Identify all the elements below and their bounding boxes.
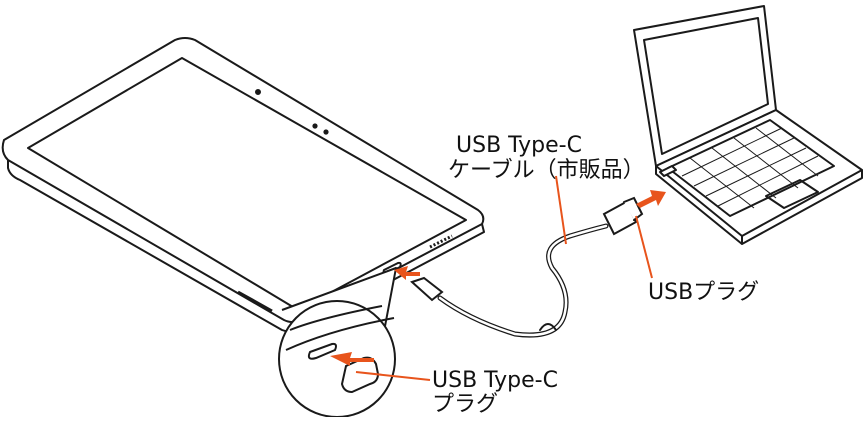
laptop — [633, 5, 863, 245]
typec-plug-label-line2: プラグ — [432, 392, 499, 417]
usb-plug-label: USBプラグ — [648, 280, 760, 305]
arrow-in-zoom — [330, 352, 374, 366]
insert-arrows — [330, 190, 666, 366]
leader-usb-plug — [635, 215, 653, 279]
leader-lines — [355, 175, 653, 381]
typec-plug-label-line1: USB Type-C — [432, 368, 558, 393]
cable-label-line2: ケーブル（市販品） — [448, 158, 645, 183]
cable-label-line1: USB Type-C — [456, 133, 582, 158]
arrow-to-tablet — [394, 266, 420, 280]
leader-typec-plug — [355, 371, 431, 381]
arrow-to-laptop — [636, 190, 666, 208]
zoom-callout — [278, 267, 397, 418]
usb-cable — [410, 196, 644, 338]
leader-cable — [555, 175, 567, 245]
tablet — [1, 37, 485, 333]
